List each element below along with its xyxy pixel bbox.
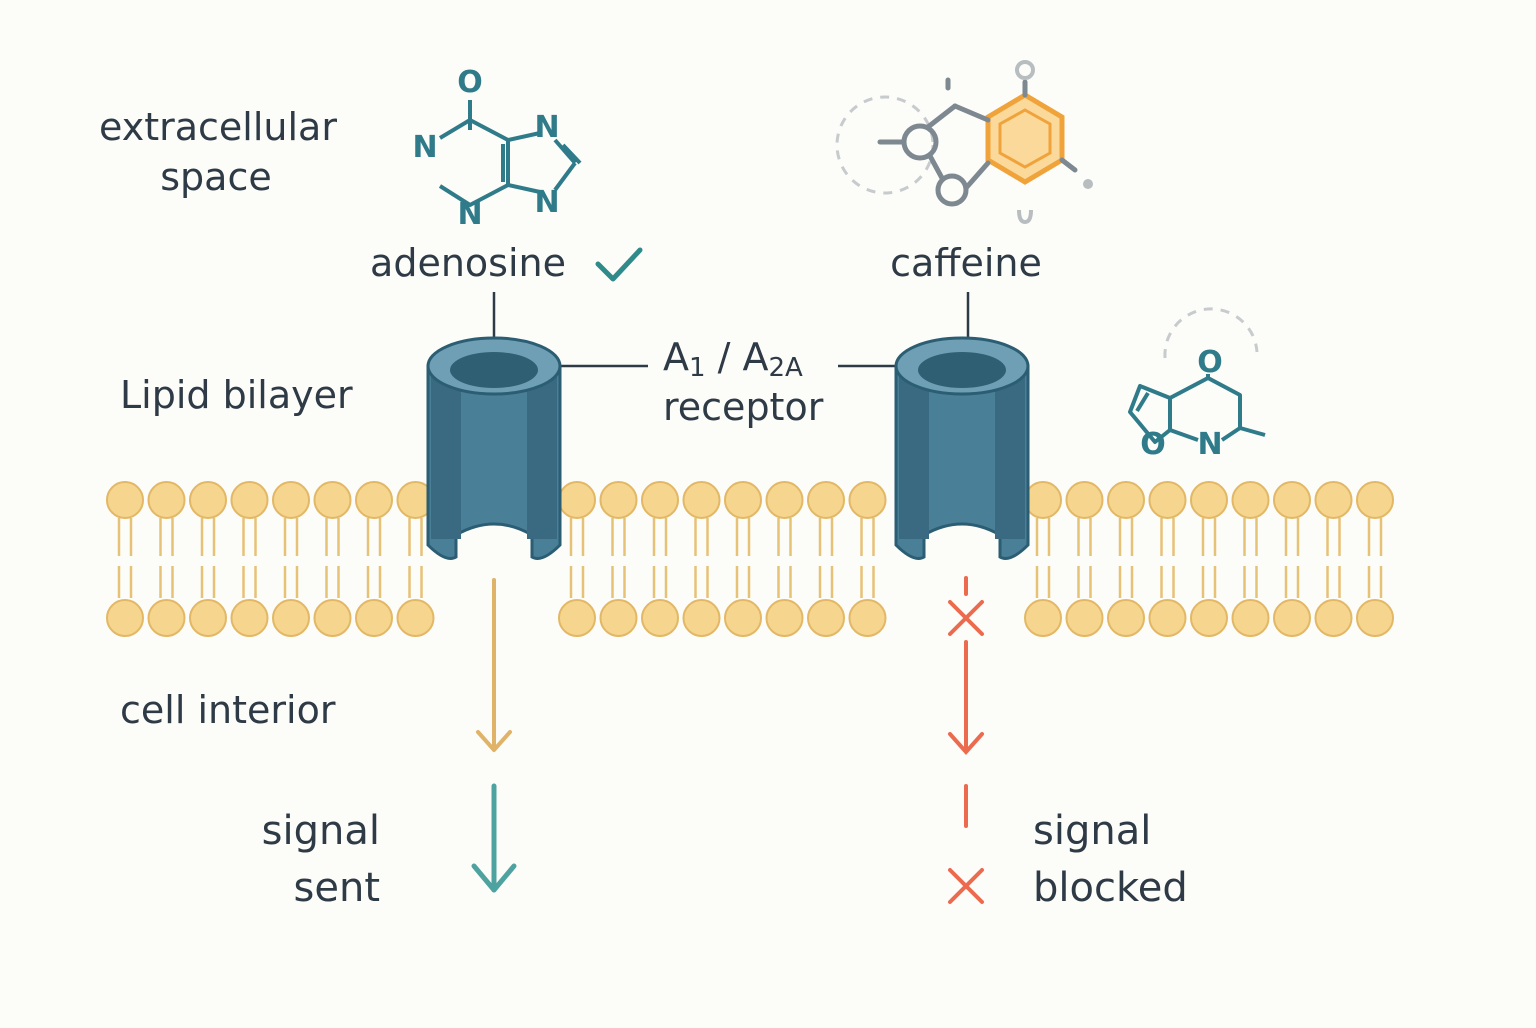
adenosine-atom-n: N bbox=[534, 185, 559, 220]
lipid-head bbox=[1231, 599, 1270, 637]
lipid-head bbox=[1065, 481, 1104, 519]
lipid-head bbox=[641, 481, 679, 519]
receptor-caffeine bbox=[894, 336, 1030, 560]
lipid-head bbox=[558, 599, 596, 637]
lipid-head bbox=[147, 599, 186, 637]
third-molecule-atom-o: O bbox=[1197, 345, 1223, 380]
lipid-head bbox=[1273, 481, 1311, 519]
receptor-opening bbox=[918, 352, 1006, 388]
lipid-head bbox=[272, 599, 310, 637]
receptor-label: A1 / A2A bbox=[663, 335, 803, 383]
lipid-head bbox=[189, 599, 227, 637]
signal-blocked-line2: blocked bbox=[1033, 865, 1188, 911]
label-lipid-bilayer: Lipid bilayer bbox=[120, 373, 353, 417]
lipid-head bbox=[1107, 481, 1145, 519]
lipid-head bbox=[355, 481, 393, 519]
cross-icon bbox=[948, 600, 984, 636]
lipid-head bbox=[106, 481, 144, 519]
label-extracellular: extracellular bbox=[99, 105, 337, 149]
signal-sent-line1: signal bbox=[262, 808, 380, 854]
label-space: space bbox=[160, 155, 271, 199]
third-molecule-atom-n: N bbox=[1197, 427, 1222, 462]
lipid-head bbox=[106, 599, 144, 637]
lipid-head bbox=[1273, 599, 1311, 637]
adenosine-atom-n: N bbox=[457, 197, 482, 232]
third-molecule-atom-o: O bbox=[1140, 427, 1166, 462]
lipid-head bbox=[313, 599, 352, 637]
lipid-head bbox=[230, 599, 269, 637]
signal-blocked-path bbox=[948, 576, 984, 828]
lipid-head bbox=[1356, 599, 1394, 637]
caffeine-label: caffeine bbox=[890, 241, 1042, 285]
connector-lines bbox=[492, 292, 970, 368]
lipid-head bbox=[1148, 599, 1187, 637]
third-molecule bbox=[1128, 307, 1266, 444]
lipid-head bbox=[1356, 481, 1394, 519]
lipid-head bbox=[682, 599, 721, 637]
lipid-head bbox=[848, 599, 887, 637]
check-icon bbox=[595, 247, 643, 282]
receptor-shade bbox=[899, 366, 929, 539]
lipid-head bbox=[558, 481, 596, 519]
receptors bbox=[426, 336, 1030, 560]
signal-sent-path bbox=[471, 578, 517, 893]
lipid-head bbox=[1107, 599, 1145, 637]
lipid-head bbox=[1190, 599, 1228, 637]
lipid-head bbox=[807, 481, 845, 519]
lipid-head bbox=[1024, 599, 1062, 637]
receptor-adenosine bbox=[426, 336, 562, 560]
lipid-head bbox=[1065, 599, 1104, 637]
caffeine-molecule bbox=[835, 60, 1093, 225]
adenosine-atom-n: N bbox=[412, 130, 437, 165]
lipid-bilayer bbox=[106, 481, 1394, 637]
adenosine-molecule bbox=[438, 100, 582, 207]
lipid-head bbox=[1314, 599, 1353, 637]
lipid-head bbox=[599, 599, 638, 637]
lipid-head bbox=[147, 481, 186, 519]
lipid-head bbox=[272, 481, 310, 519]
lipid-head bbox=[189, 481, 227, 519]
lipid-head bbox=[1231, 481, 1270, 519]
lipid-head bbox=[765, 599, 804, 637]
signal-sent-line2: sent bbox=[294, 865, 380, 911]
lipid-head bbox=[641, 599, 679, 637]
adenosine-atom-o: O bbox=[457, 65, 483, 100]
receptor-shade bbox=[431, 366, 461, 539]
receptor-opening bbox=[450, 352, 538, 388]
lipid-head bbox=[682, 481, 721, 519]
adenosine-atom-n: N bbox=[534, 110, 559, 145]
lipid-head bbox=[1314, 481, 1353, 519]
lipid-head bbox=[1024, 481, 1062, 519]
lipid-head bbox=[724, 599, 762, 637]
lipid-head bbox=[765, 481, 804, 519]
cross-icon bbox=[948, 868, 984, 904]
lipid-head bbox=[1190, 481, 1228, 519]
signal-blocked-line1: signal bbox=[1033, 808, 1151, 854]
lipid-head bbox=[313, 481, 352, 519]
label-cell-interior: cell interior bbox=[120, 688, 336, 732]
lipid-head bbox=[1148, 481, 1187, 519]
lipid-head bbox=[599, 481, 638, 519]
receptor-shade bbox=[527, 366, 557, 539]
lipid-head bbox=[848, 481, 887, 519]
lipid-head bbox=[355, 599, 393, 637]
lipid-head bbox=[724, 481, 762, 519]
lipid-head bbox=[396, 599, 435, 637]
receptor-shade bbox=[995, 366, 1025, 539]
lipid-head bbox=[230, 481, 269, 519]
lipid-head bbox=[807, 599, 845, 637]
receptor-label-line2: receptor bbox=[663, 385, 824, 429]
adenosine-label: adenosine bbox=[370, 241, 566, 285]
